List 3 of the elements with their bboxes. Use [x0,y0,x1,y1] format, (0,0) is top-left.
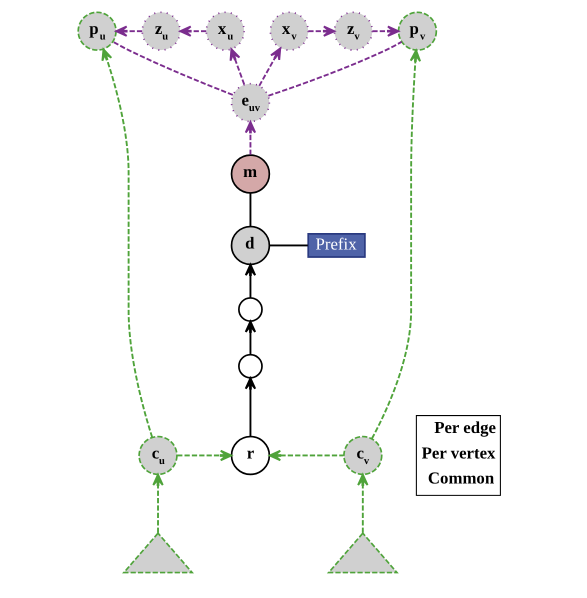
legend-label: Common [428,468,494,488]
legend-label: Per edge [434,418,496,438]
legend-label: Per vertex [422,443,496,462]
